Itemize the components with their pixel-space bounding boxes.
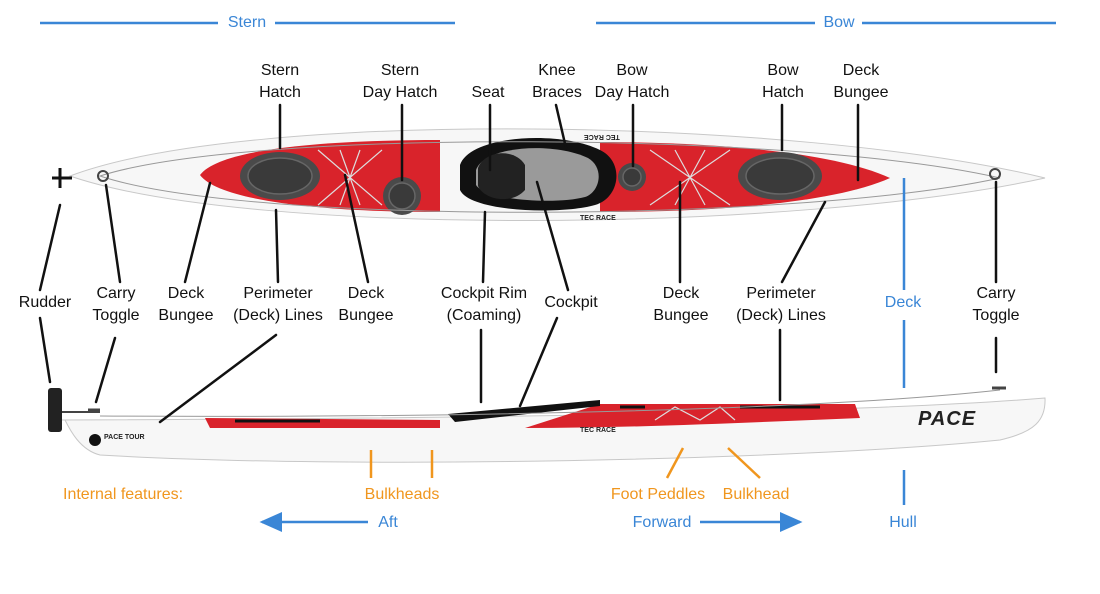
bulkhead-label: Bulkhead — [722, 486, 790, 503]
cockpit-label: Cockpit — [544, 294, 598, 311]
deck-label: Deck — [884, 294, 922, 311]
perimeter-lines-1-label: Perimeter(Deck) Lines — [233, 285, 323, 324]
forward-label: Forward — [632, 514, 692, 531]
kayak-side-view — [48, 386, 1046, 463]
internal-features-label: Internal features: — [63, 486, 184, 503]
stern-brand-logo: PACE TOUR — [104, 434, 145, 441]
aft-label: Aft — [378, 514, 398, 531]
deck-logo-top: TEC RACE — [584, 133, 620, 140]
foot-peddles-label: Foot Peddles — [610, 486, 706, 503]
rudder-label: Rudder — [18, 294, 72, 311]
cockpit-rim-label: Cockpit Rim(Coaming) — [440, 285, 528, 324]
bulkheads-label: Bulkheads — [364, 486, 440, 503]
kayak-top-view — [52, 128, 1046, 221]
deck-logo-bottom: TEC RACE — [580, 215, 616, 222]
stern-header: Stern — [227, 14, 267, 31]
orange-lines — [369, 447, 761, 479]
leader-lines — [38, 103, 998, 424]
blue-lines — [259, 178, 906, 532]
perimeter-lines-2-label: Perimeter(Deck) Lines — [736, 285, 826, 324]
seat-label: Seat — [471, 84, 505, 101]
side-brand-logo: PACE — [918, 408, 977, 430]
hull-label: Hull — [889, 514, 917, 531]
side-deck-logo: TEC RACE — [580, 427, 616, 434]
bow-header: Bow — [823, 14, 855, 31]
